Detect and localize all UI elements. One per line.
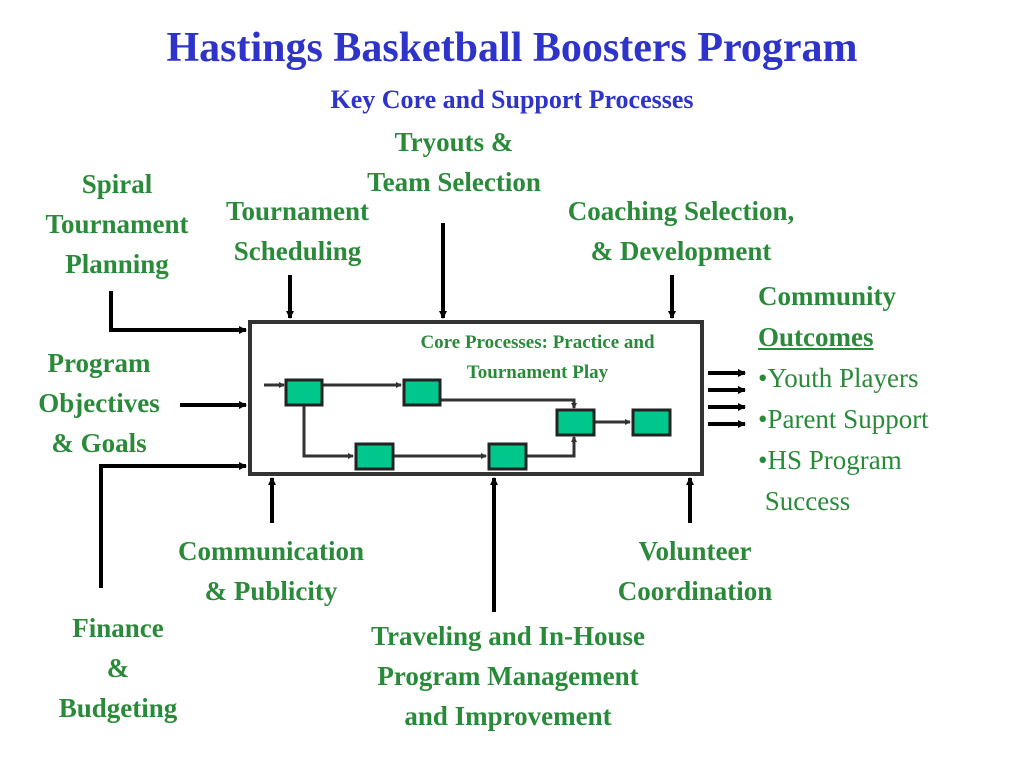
outcome-item: Success xyxy=(758,486,851,516)
process-step-2 xyxy=(402,378,442,407)
outcome-item: •HS Program xyxy=(758,445,902,475)
process-step-4 xyxy=(487,442,528,471)
community-outcomes: Community Outcomes •Youth Players •Paren… xyxy=(758,276,929,522)
label-traveling: Traveling and In-House Program Managemen… xyxy=(370,621,646,731)
outcomes-subheading: Outcomes xyxy=(758,322,874,352)
process-step-1 xyxy=(284,378,324,407)
label-coaching: Coaching Selection, & Development xyxy=(567,196,795,266)
label-communication: Communication & Publicity xyxy=(177,536,364,606)
core-processes-label: Core Processes: Practice and Tournament … xyxy=(420,332,655,383)
process-step-6 xyxy=(631,408,672,437)
label-tryouts: Tryouts & Team Selection xyxy=(367,127,541,197)
label-spiral-planning: Spiral Tournament Planning xyxy=(45,169,189,279)
label-finance: Finance & Budgeting xyxy=(58,613,178,723)
page-title: Hastings Basketball Boosters Program xyxy=(166,25,858,71)
process-step-5 xyxy=(555,408,596,437)
label-tournament-scheduling: Tournament Scheduling xyxy=(225,196,370,266)
outcome-item: •Youth Players xyxy=(758,363,919,393)
label-objectives: Program Objectives & Goals xyxy=(38,348,160,458)
core-process-box xyxy=(248,320,704,476)
process-step-3 xyxy=(354,442,395,471)
arrow-finance xyxy=(99,462,247,588)
outcome-item: •Parent Support xyxy=(758,404,929,434)
arrow-spiral xyxy=(109,291,247,334)
outcomes-heading: Community xyxy=(758,281,897,311)
page-subtitle: Key Core and Support Processes xyxy=(330,85,694,114)
label-volunteer: Volunteer Coordination xyxy=(617,536,773,606)
